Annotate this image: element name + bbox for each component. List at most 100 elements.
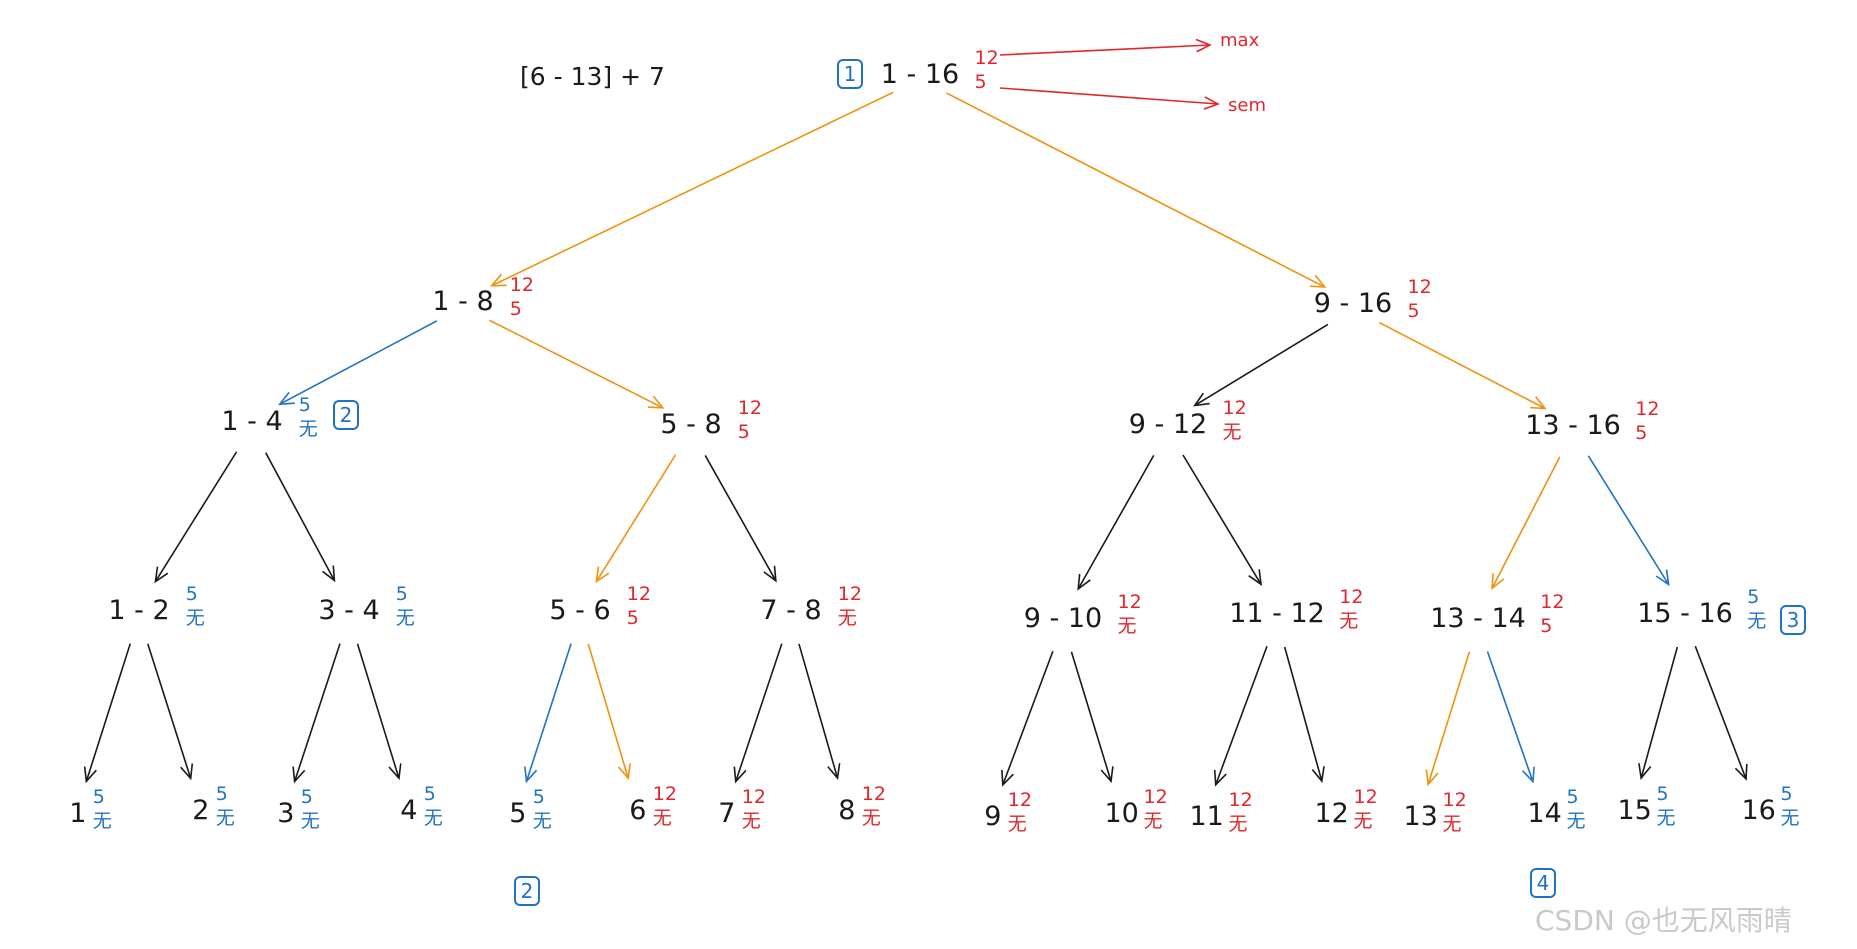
node-max-value: 12: [1540, 591, 1565, 613]
node-range-label: 15 - 16: [1637, 598, 1733, 629]
node-range-label: 9: [984, 801, 1002, 832]
step-marker: 3: [1780, 605, 1806, 635]
node-sem-value: 无: [395, 607, 415, 629]
node-range-label: 3: [277, 798, 295, 829]
tree-edge: [704, 455, 777, 583]
node-range-label: 3 - 4: [318, 595, 380, 626]
node-max-value: 5: [423, 783, 436, 805]
node-max-value: 12: [1353, 786, 1378, 808]
node-range-label: 13 - 14: [1430, 603, 1526, 634]
node-max-value: 5: [532, 786, 545, 808]
step-marker: 2: [514, 876, 540, 906]
tree-edge: [278, 320, 438, 406]
node-range-label: 6: [629, 795, 647, 826]
node-sem-value: 无: [1007, 813, 1027, 835]
tree-edge: [1193, 323, 1329, 407]
node-max-value: 5: [92, 786, 105, 808]
node-sem-value: 无: [532, 810, 552, 832]
node-max-value: 12: [509, 274, 534, 296]
node-max-value: 5: [298, 394, 311, 416]
node-max-value: 12: [1228, 789, 1253, 811]
node-range-label: 7 - 8: [760, 595, 822, 626]
node-range-label: 5 - 6: [549, 595, 611, 626]
tree-edge: [1486, 651, 1535, 784]
node-sem-value: 5: [737, 421, 750, 443]
node-range-label: 11: [1189, 801, 1224, 832]
tree-edge: [264, 452, 336, 583]
tree-edge: [733, 643, 783, 784]
node-range-label: 16: [1741, 795, 1776, 826]
node-range-label: 13: [1403, 801, 1438, 832]
node-max-value: 12: [626, 583, 651, 605]
node-range-label: 14: [1527, 798, 1562, 829]
node-sem-value: 无: [1143, 810, 1163, 832]
node-range-label: 10: [1104, 798, 1139, 829]
tree-edge: [1001, 650, 1054, 787]
tree-edge: [595, 454, 677, 584]
node-sem-value: 无: [423, 807, 443, 829]
node-max-value: 12: [741, 786, 766, 808]
node-sem-value: 无: [1442, 813, 1462, 835]
node-sem-value: 5: [1635, 422, 1648, 444]
node-range-label: 13 - 16: [1525, 410, 1621, 441]
tree-edge: [292, 643, 341, 784]
node-sem-value: 无: [1747, 610, 1767, 632]
node-range-label: 1 - 2: [108, 595, 170, 626]
node-max-value: 5: [215, 783, 228, 805]
tree-edge: [154, 451, 238, 584]
node-max-value: 5: [1747, 586, 1760, 608]
node-sem-value: 无: [300, 810, 320, 832]
node-max-value: 5: [395, 583, 408, 605]
tree-edge: [489, 319, 665, 409]
node-max-value: 5: [185, 583, 198, 605]
tree-edge: [1425, 651, 1471, 787]
node-max-value: 12: [737, 397, 762, 419]
node-sem-value: 无: [185, 607, 205, 629]
node-range-label: 1: [69, 798, 87, 829]
max-legend-arrow: [999, 38, 1212, 56]
node-sem-value: 无: [837, 607, 857, 629]
tree-edge: [1070, 651, 1114, 784]
node-sem-value: 无: [92, 810, 112, 832]
watermark: CSDN @也无风雨晴: [1535, 904, 1792, 937]
node-range-label: 5: [509, 798, 527, 829]
tree-edge: [1694, 645, 1748, 781]
node-range-label: 7: [718, 798, 736, 829]
node-sem-value: 5: [1407, 300, 1420, 322]
legend-sem-label: sem: [1228, 95, 1266, 116]
tree-edge: [798, 643, 841, 781]
node-range-label: 15: [1617, 795, 1652, 826]
node-sem-value: 无: [1656, 807, 1676, 829]
node-sem-value: 无: [1228, 813, 1248, 835]
tree-edge: [83, 643, 131, 784]
node-max-value: 12: [652, 783, 677, 805]
node-range-label: 2: [192, 795, 210, 826]
tree-edge: [1213, 645, 1268, 787]
node-range-label: 8: [838, 795, 856, 826]
tree-edge: [356, 643, 402, 781]
node-sem-value: 无: [652, 807, 672, 829]
node-sem-value: 无: [1353, 810, 1373, 832]
node-max-value: 5: [1656, 783, 1669, 805]
node-range-label: 9 - 12: [1128, 409, 1208, 440]
node-max-value: 12: [1222, 397, 1247, 419]
node-max-value: 12: [1117, 591, 1142, 613]
node-max-value: 12: [974, 47, 999, 69]
tree-edge: [587, 643, 631, 781]
node-max-value: 5: [300, 786, 313, 808]
node-range-label: 9 - 16: [1313, 288, 1393, 319]
query-formula: [6 - 13] + 7: [520, 62, 665, 91]
node-sem-value: 无: [741, 810, 761, 832]
node-max-value: 5: [1780, 783, 1793, 805]
tree-edge: [524, 643, 572, 784]
node-sem-value: 无: [1117, 615, 1137, 637]
tree-edge: [1283, 646, 1325, 783]
tree-edge: [1638, 646, 1679, 780]
node-range-label: 9 - 10: [1023, 603, 1103, 634]
tree-edge: [1378, 321, 1547, 410]
node-range-label: 1 - 16: [880, 59, 960, 90]
node-max-value: 12: [1339, 586, 1364, 608]
node-sem-value: 无: [215, 807, 235, 829]
node-max-value: 12: [1635, 398, 1660, 420]
